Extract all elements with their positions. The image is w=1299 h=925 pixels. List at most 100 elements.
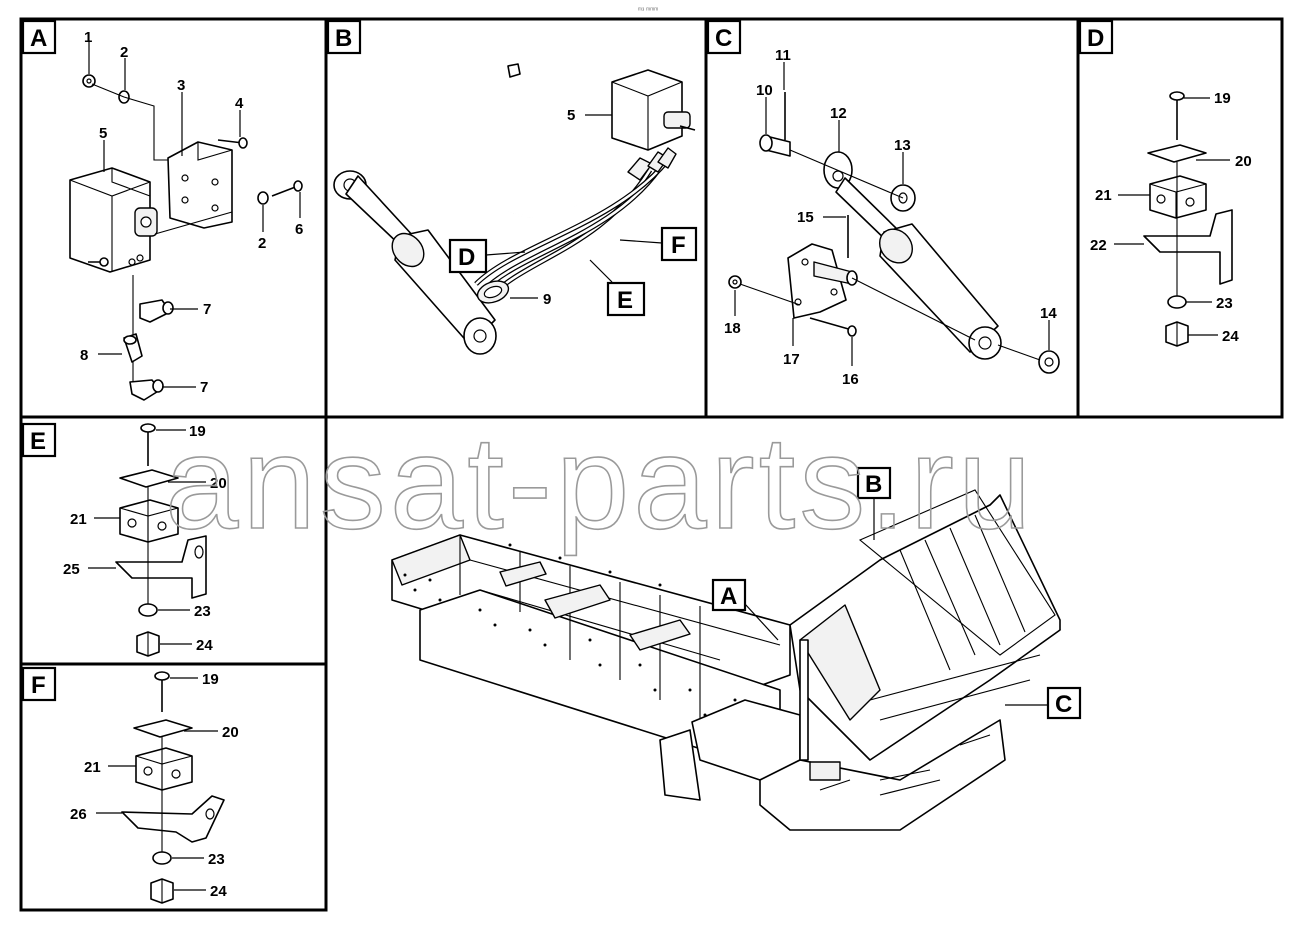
panel-b-tag: B bbox=[335, 25, 352, 52]
part-bolt-6-icon bbox=[271, 180, 303, 197]
truck-chassis-overview bbox=[391, 489, 1061, 831]
label-d-19: 19 bbox=[1214, 90, 1231, 107]
panel-d-frame bbox=[1076, 17, 1284, 419]
label-c-15: 15 bbox=[797, 209, 814, 226]
part-washer-e-icon bbox=[138, 603, 158, 617]
label-a-2b: 2 bbox=[258, 235, 266, 252]
header-mark: ᵐᵌ ᵐᵐᵐ bbox=[638, 7, 658, 14]
tag-e-box bbox=[606, 281, 646, 317]
panel-e-tag-box bbox=[21, 422, 57, 458]
part-screw-f-icon bbox=[154, 671, 170, 712]
label-a-7: 7 bbox=[203, 301, 211, 318]
part-elbow-fitting-icon bbox=[139, 299, 174, 323]
part-washer-2-icon bbox=[257, 191, 269, 205]
panel-b: B bbox=[326, 19, 698, 355]
part-valve-icon bbox=[69, 167, 158, 273]
panel-c-tag-box bbox=[706, 19, 742, 55]
watermark-text: ansat-parts.ru bbox=[165, 409, 1035, 556]
label-d-20: 20 bbox=[1235, 153, 1252, 170]
part-bolt-16-icon bbox=[809, 317, 857, 337]
label-f-19: 19 bbox=[202, 671, 219, 688]
panel-f-tag: F bbox=[31, 672, 46, 699]
label-e-23: 23 bbox=[194, 603, 211, 620]
label-e-20: 20 bbox=[210, 475, 227, 492]
label-f-23: 23 bbox=[208, 851, 225, 868]
label-c-11: 11 bbox=[775, 47, 791, 64]
part-bolt-icon bbox=[217, 137, 248, 149]
label-c-18: 18 bbox=[724, 320, 741, 337]
panel-f: F 19 20 21 26 23 24 bbox=[21, 666, 239, 904]
label-a-4: 4 bbox=[235, 95, 244, 112]
tag-d: D bbox=[458, 244, 475, 271]
label-a-3: 3 bbox=[177, 77, 185, 94]
panel-e: E 19 20 21 25 23 2 bbox=[21, 422, 227, 657]
label-f-26: 26 bbox=[70, 806, 87, 823]
part-pin-icon bbox=[759, 134, 791, 157]
part-bracket-e-icon bbox=[115, 535, 207, 599]
part-bracket-c-icon bbox=[787, 243, 858, 319]
label-b-9: 9 bbox=[543, 291, 551, 308]
part-cover-plate-f-icon bbox=[133, 719, 193, 738]
label-a-6: 6 bbox=[295, 221, 303, 238]
part-nut-f-icon bbox=[150, 878, 174, 904]
tag-e: E bbox=[617, 287, 633, 314]
panel-f-frame bbox=[19, 662, 328, 912]
panel-e-tag: E bbox=[30, 428, 46, 455]
overview-tag-a-box bbox=[711, 578, 747, 612]
part-adapter-icon bbox=[123, 333, 143, 363]
label-f-24: 24 bbox=[210, 883, 227, 900]
panel-c: C bbox=[706, 19, 1060, 388]
label-c-16: 16 bbox=[842, 371, 859, 388]
panel-a: A bbox=[21, 19, 303, 401]
label-a-2: 2 bbox=[120, 44, 128, 61]
panel-d-tag-box bbox=[1078, 19, 1114, 55]
tag-d-box bbox=[448, 238, 488, 274]
label-a-5: 5 bbox=[99, 125, 107, 142]
label-d-24: 24 bbox=[1222, 328, 1239, 345]
panel-f-tag-box bbox=[21, 666, 57, 702]
part-washer-d-icon bbox=[1167, 295, 1187, 309]
tag-f: F bbox=[671, 232, 686, 259]
panel-d-tag: D bbox=[1087, 25, 1104, 52]
label-f-21: 21 bbox=[84, 759, 101, 776]
overview-tag-c: C bbox=[1055, 691, 1072, 718]
label-f-20: 20 bbox=[222, 724, 239, 741]
part-cylinder-c-icon bbox=[835, 177, 1002, 360]
tag-f-box bbox=[660, 226, 698, 262]
label-e-19: 19 bbox=[189, 423, 206, 440]
part-nut-icon bbox=[82, 74, 96, 88]
label-c-13: 13 bbox=[894, 137, 911, 154]
overview-tag-c-box bbox=[1046, 686, 1082, 720]
part-nut-18-icon bbox=[728, 275, 742, 289]
panel-a-tag-box bbox=[21, 19, 57, 55]
part-bracket-d-icon bbox=[1143, 209, 1233, 285]
overview-tag-b: B bbox=[865, 471, 882, 498]
panel-c-frame bbox=[704, 17, 1080, 419]
label-d-21: 21 bbox=[1095, 187, 1112, 204]
label-d-22: 22 bbox=[1090, 237, 1107, 254]
part-screw-e-icon bbox=[140, 423, 156, 466]
overview-tag-a: A bbox=[720, 583, 737, 610]
part-cylinder-b-icon bbox=[333, 170, 510, 355]
label-b-5: 5 bbox=[567, 107, 575, 124]
part-cover-plate-d-icon bbox=[1147, 144, 1207, 163]
panel-b-tag-box bbox=[326, 19, 362, 55]
part-clamp-block-d-icon bbox=[1149, 175, 1207, 219]
label-c-17: 17 bbox=[783, 351, 800, 368]
part-bracket-f-icon bbox=[121, 795, 225, 843]
label-c-12: 12 bbox=[830, 105, 847, 122]
panel-a-tag: A bbox=[30, 25, 47, 52]
label-c-10: 10 bbox=[756, 82, 773, 99]
hose-bundle-icon bbox=[474, 158, 670, 302]
part-screw-d-icon bbox=[1169, 91, 1185, 140]
label-a-7b: 7 bbox=[200, 379, 208, 396]
part-elbow-fitting-2-icon bbox=[129, 379, 164, 401]
label-c-14: 14 bbox=[1040, 305, 1057, 322]
panel-c-tag: C bbox=[715, 25, 732, 52]
label-a-1: 1 bbox=[84, 29, 92, 46]
label-e-21: 21 bbox=[70, 511, 87, 528]
part-clamp-block-f-icon bbox=[135, 747, 193, 791]
part-valve-b-icon bbox=[611, 69, 696, 151]
label-a-8: 8 bbox=[80, 347, 88, 364]
